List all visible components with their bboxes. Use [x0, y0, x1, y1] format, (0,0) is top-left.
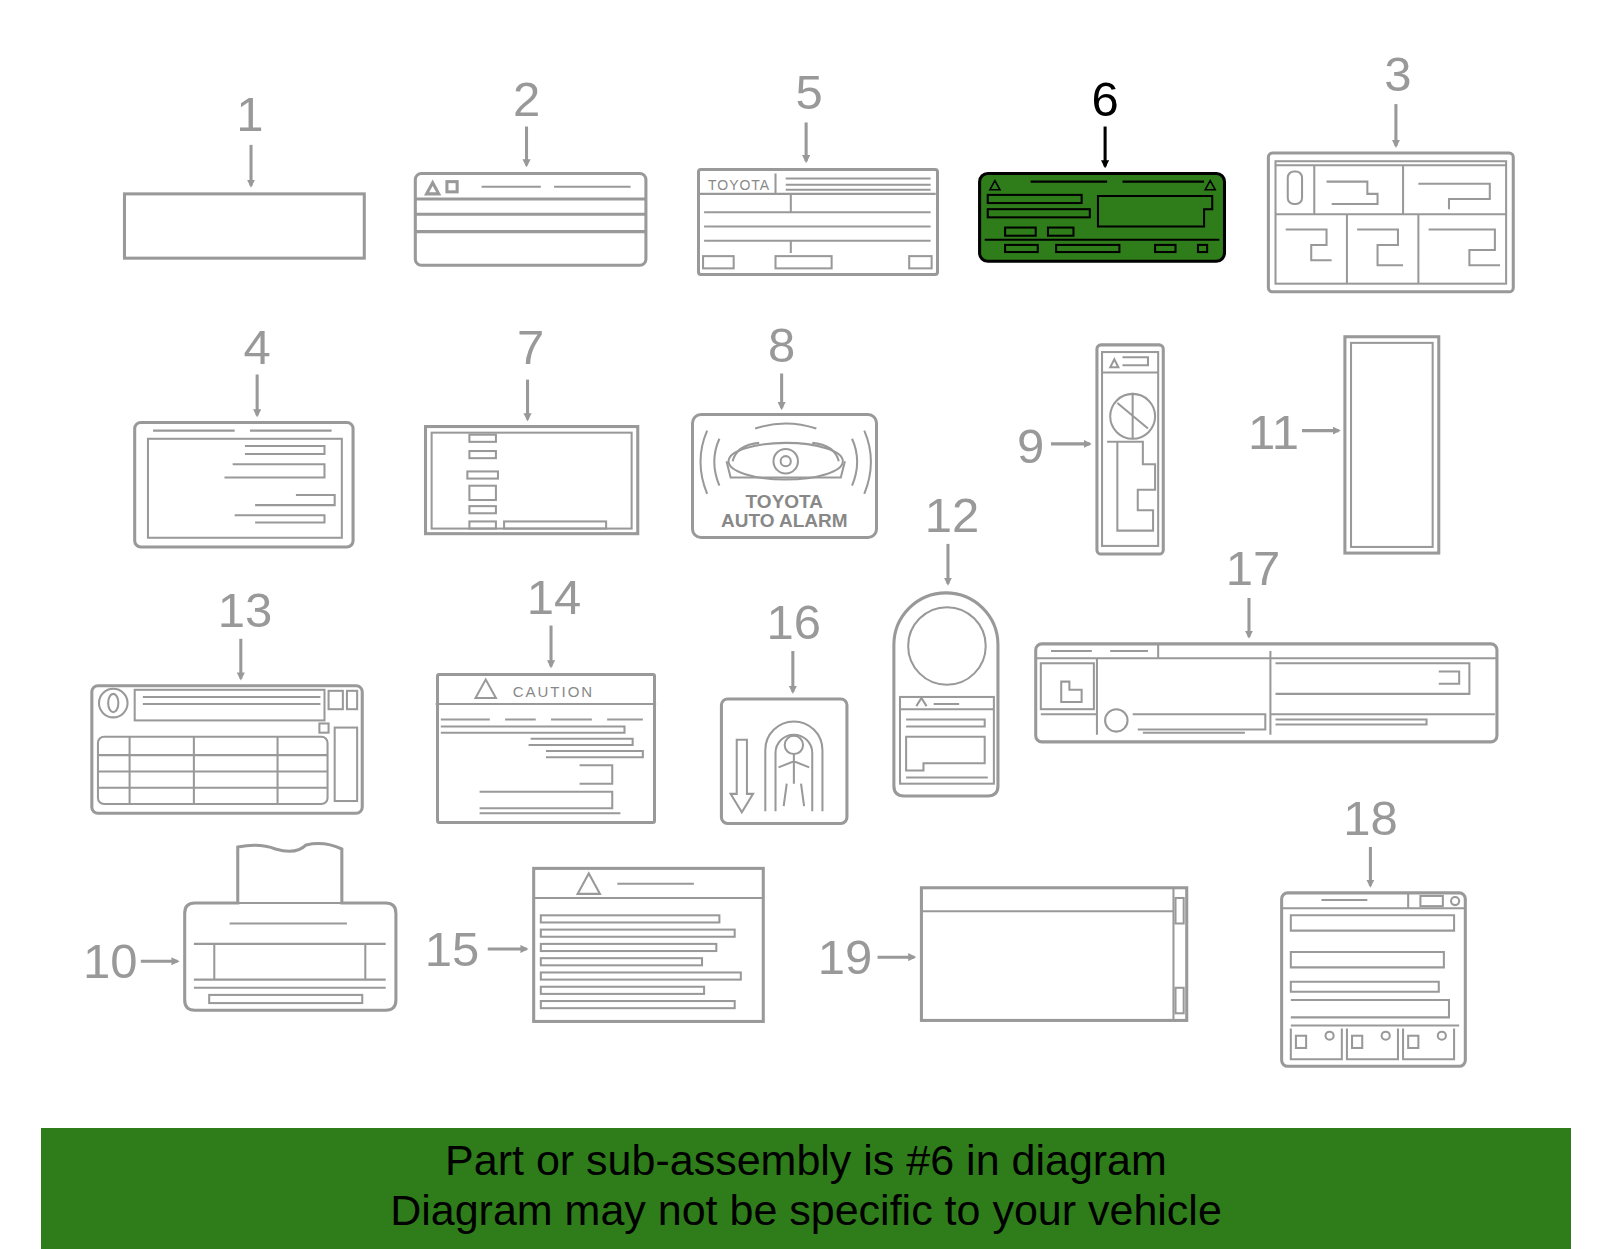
band-text: Part or sub-assembly is #6 in diagram — [41, 1136, 1571, 1184]
callout-number: 19 — [818, 933, 873, 982]
label-text: TOYOTA AUTO ALARM — [697, 492, 872, 530]
callout-number: 10 — [83, 937, 138, 986]
callout-number: 12 — [925, 491, 980, 540]
callout-number: 7 — [517, 322, 544, 371]
info-band: Part or sub-assembly is #6 in diagramDia… — [41, 1128, 1571, 1249]
callout-number: 1 — [236, 90, 263, 139]
label-box: CAUTION — [436, 673, 656, 824]
label-text: CAUTION — [513, 683, 595, 700]
callout-number: 11 — [1248, 407, 1299, 456]
callout-number: 17 — [1226, 544, 1281, 593]
callout-number: 4 — [244, 322, 271, 371]
label-box: TOYOTA AUTO ALARM — [691, 413, 878, 539]
callout-number: 9 — [1017, 421, 1044, 470]
callout-number: 18 — [1343, 794, 1398, 843]
callout-number: 6 — [1091, 74, 1118, 123]
label-box: TOYOTA — [697, 168, 939, 275]
callout-number: 14 — [527, 572, 582, 621]
callout-number: 5 — [796, 67, 823, 116]
band-text: Diagram may not be specific to your vehi… — [41, 1186, 1571, 1234]
callout-number: 13 — [218, 586, 273, 635]
callout-number: 15 — [425, 924, 480, 973]
callout-number: 3 — [1384, 50, 1411, 99]
callout-number: 2 — [513, 74, 540, 123]
callout-number: 8 — [768, 320, 795, 369]
callout-number: 16 — [767, 598, 822, 647]
label-text: TOYOTA — [708, 177, 770, 193]
